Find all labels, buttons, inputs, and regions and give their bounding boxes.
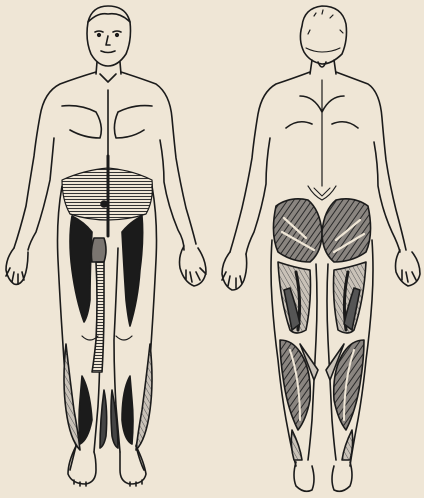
back-right-foot: [332, 462, 352, 491]
posterior-figure: [222, 6, 420, 491]
front-shin-right: [136, 344, 152, 450]
anterior-figure: [6, 6, 206, 486]
front-adductor-right: [122, 216, 143, 326]
back-left-hand: [222, 252, 247, 290]
front-shin-left: [64, 344, 80, 450]
back-left-foot: [294, 462, 314, 491]
front-torso: [14, 72, 196, 248]
front-left-hand: [6, 248, 28, 284]
back-head: [300, 6, 346, 64]
front-right-hand: [180, 246, 207, 286]
front-head: [87, 6, 131, 66]
front-left-foot: [68, 446, 96, 486]
front-adductor-left: [70, 216, 92, 322]
back-right-hand: [396, 250, 421, 286]
